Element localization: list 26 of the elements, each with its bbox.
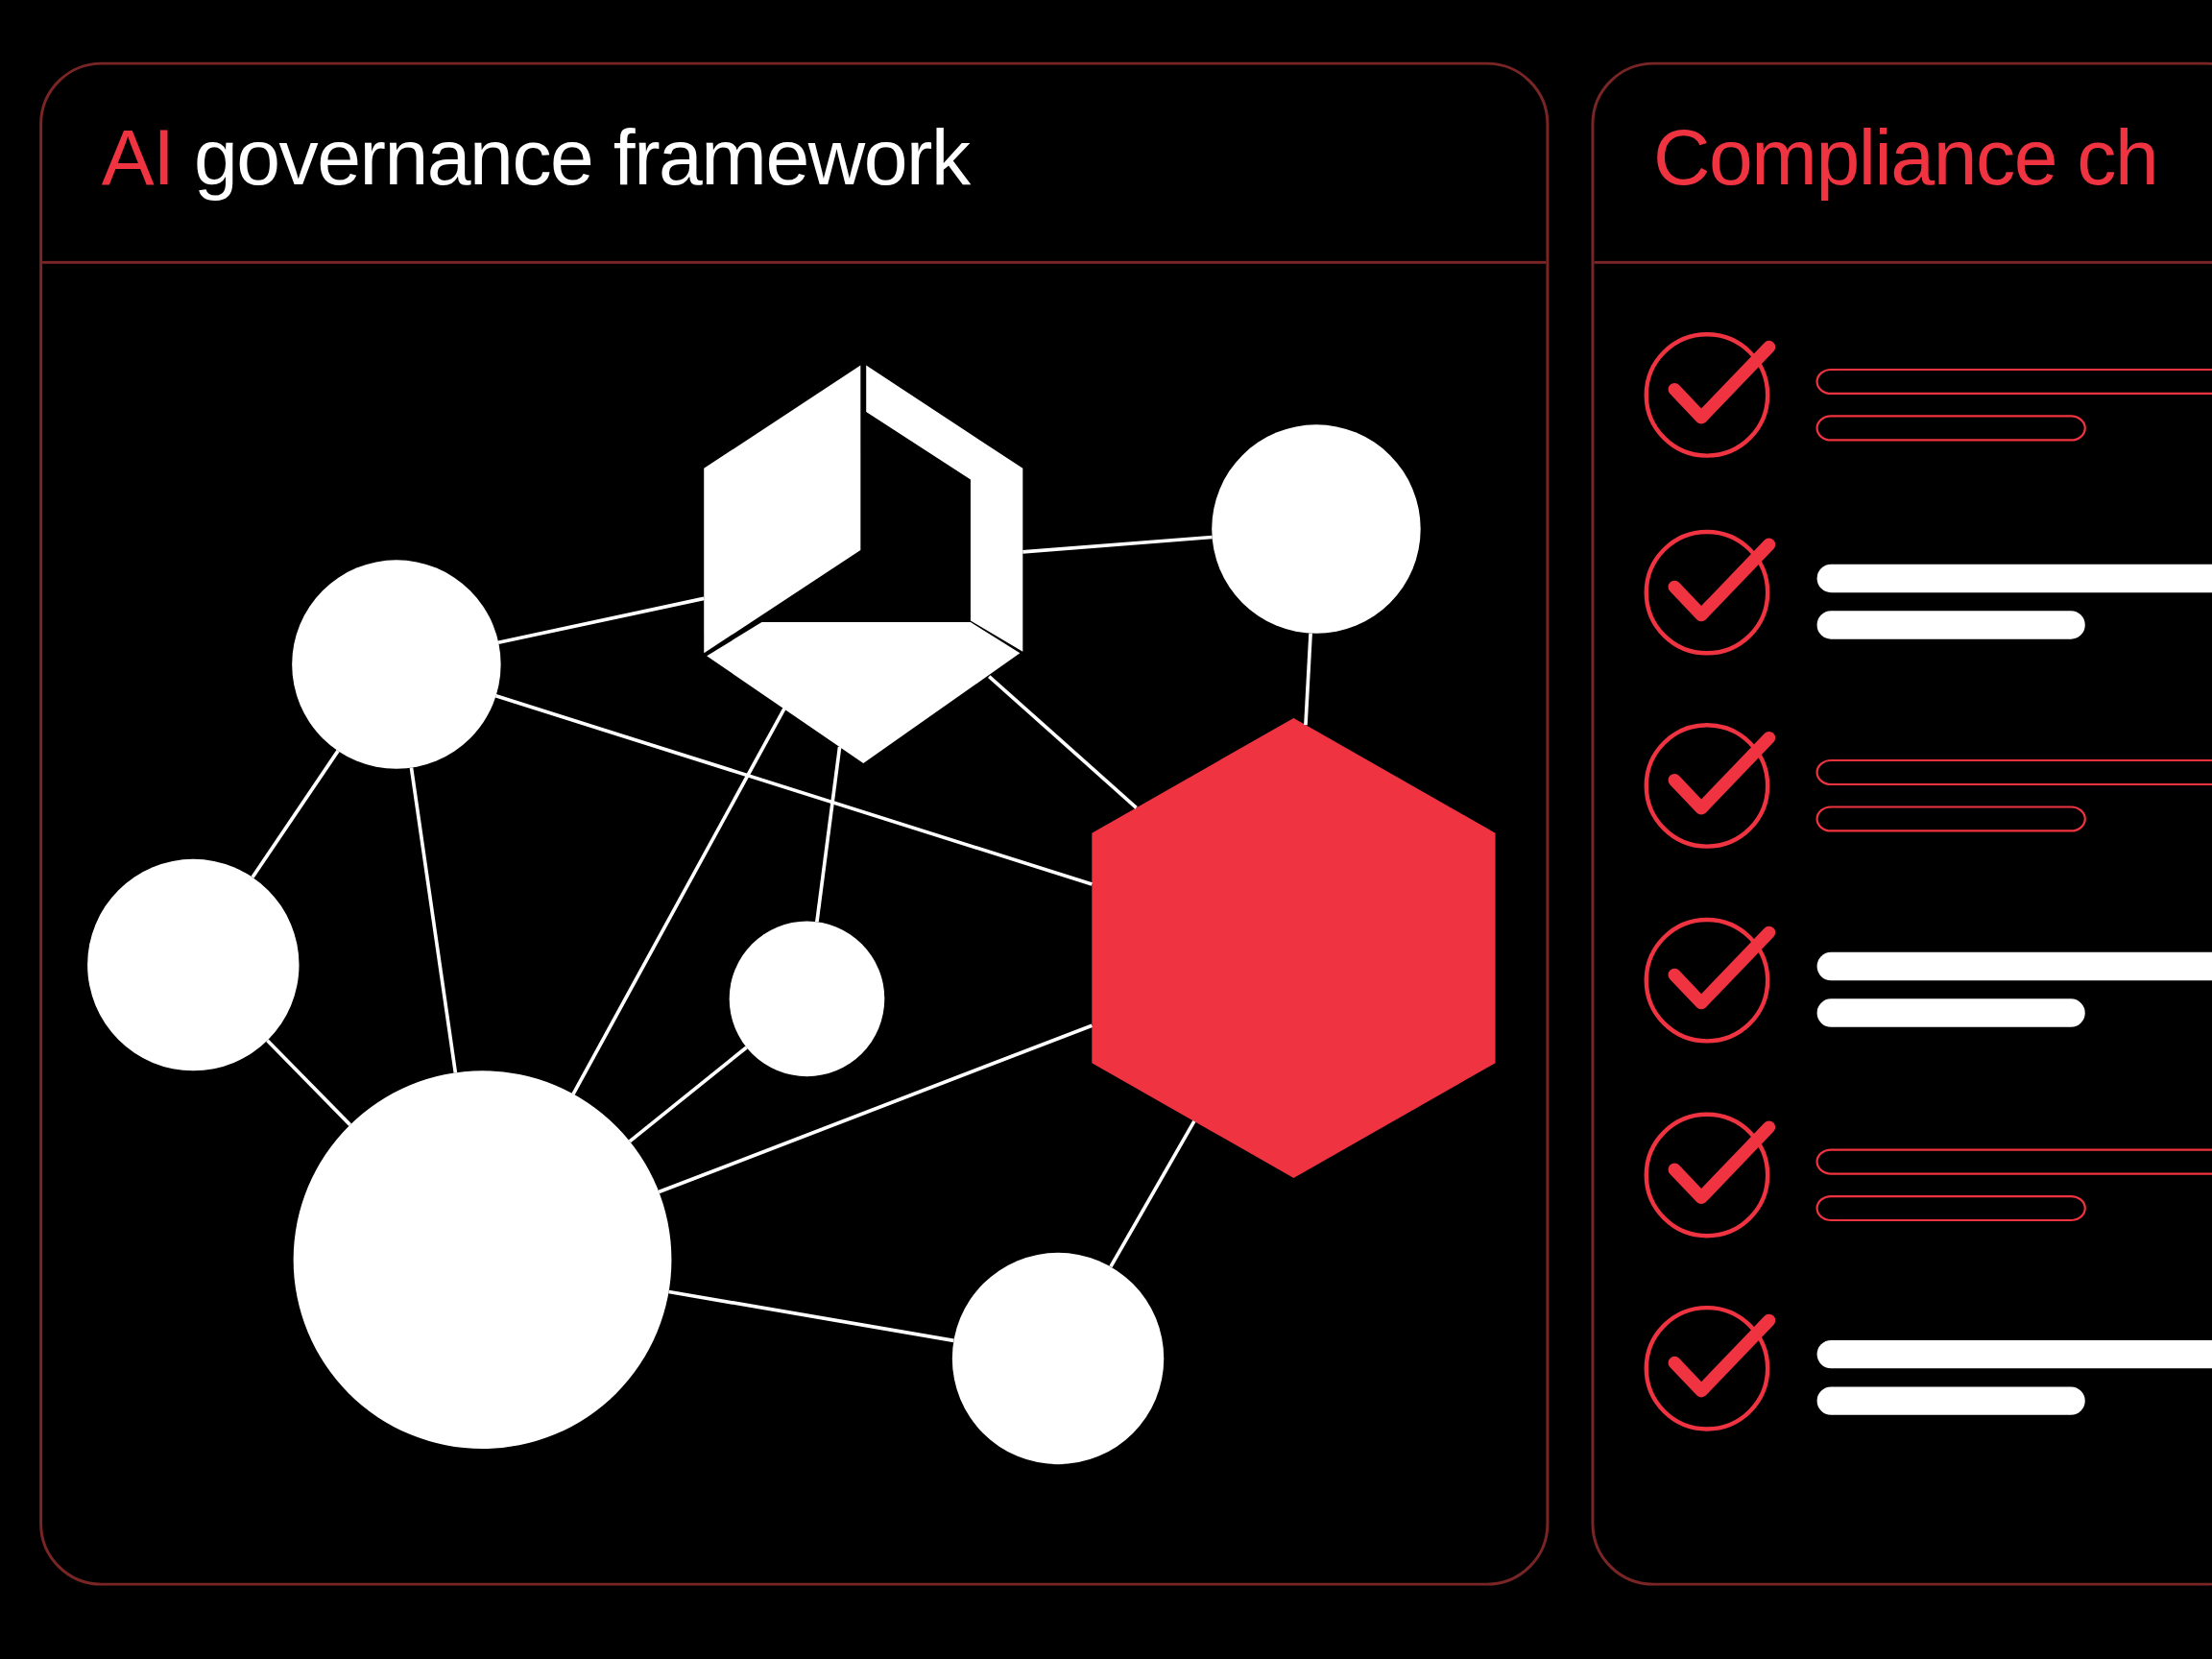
connector-line [1022, 535, 1213, 554]
connector-line [494, 694, 1093, 886]
connector-line [251, 750, 340, 878]
network-node-circle [293, 1070, 672, 1450]
network-node-circle [951, 1252, 1165, 1465]
connector-line [497, 596, 705, 645]
connector-line [815, 746, 842, 923]
connector-line [658, 1023, 1093, 1194]
panel-card [39, 61, 1550, 1586]
connector-line [571, 708, 786, 1095]
connector-line [628, 1046, 748, 1143]
connector-line [266, 1039, 351, 1126]
network-node-circle [87, 858, 300, 1071]
network-node-circle [729, 921, 885, 1077]
connector-line [988, 675, 1138, 809]
connector-line [1304, 633, 1312, 726]
cube-node [704, 365, 1023, 763]
connector-line [409, 767, 458, 1073]
hexagon-node [1092, 717, 1496, 1178]
panel-title: AI governance framework [101, 112, 970, 204]
panel-card [1591, 61, 2212, 1586]
network-node-circle [1212, 424, 1421, 634]
panel-title: Compliance ch [1653, 112, 2158, 204]
connector-line [1109, 1120, 1196, 1268]
network-node-circle [292, 560, 501, 769]
connector-line [668, 1289, 954, 1343]
